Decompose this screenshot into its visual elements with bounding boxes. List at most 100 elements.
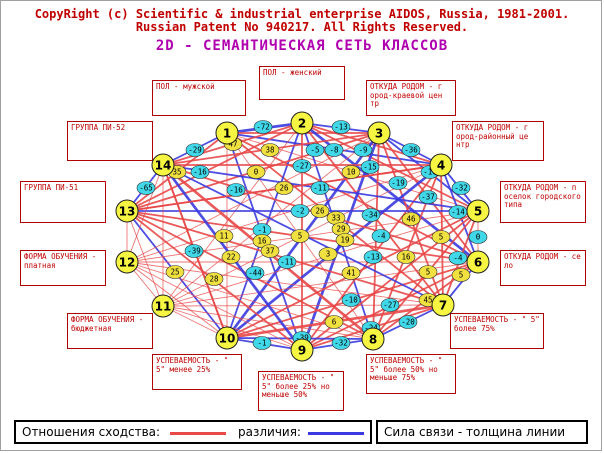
class-node-3[interactable]: 3	[367, 121, 391, 145]
class-node-6[interactable]: 6	[466, 250, 490, 274]
legend-difference-line	[308, 432, 364, 435]
edge-weight-bubble	[418, 265, 438, 279]
class-node-7[interactable]: 7	[431, 293, 455, 317]
edge-weight-text: 47	[228, 140, 237, 149]
edge-weight-bubble	[335, 233, 355, 247]
class-node-circle[interactable]	[466, 250, 490, 274]
edge-weight-text: 16	[401, 253, 411, 262]
legend-similarity-line	[170, 432, 226, 435]
class-node-13[interactable]: 13	[115, 199, 139, 223]
edge-weight-label: 5	[290, 229, 310, 243]
edge-weight-label: -72	[253, 120, 273, 134]
class-node-2[interactable]: 2	[290, 111, 314, 135]
edge-weight-text: -11	[280, 258, 294, 267]
edge-weight-label: 41	[341, 266, 361, 280]
edge-weight-label: 16	[396, 250, 416, 264]
class-node-circle[interactable]	[466, 199, 490, 223]
class-node-circle[interactable]	[431, 293, 455, 317]
edge-weight-label: 5	[418, 265, 438, 279]
edge-weight-bubble	[331, 120, 351, 134]
edge-weight-label: 19	[335, 233, 355, 247]
edge-weight-label: -2	[290, 204, 310, 218]
class-node-number: 12	[119, 256, 136, 270]
edge-weight-text: -37	[421, 193, 435, 202]
edge-weight-text: -13	[366, 253, 380, 262]
class-box-12: ФОРМА ОБУЧЕНИЯ - платная	[20, 250, 106, 286]
edge-weight-bubble	[226, 183, 246, 197]
class-node-number: 1	[223, 127, 231, 141]
class-node-circle[interactable]	[290, 338, 314, 362]
edge-weight-label: 37	[260, 244, 280, 258]
class-node-circle[interactable]	[290, 111, 314, 135]
class-node-4[interactable]: 4	[429, 153, 453, 177]
edge-weight-bubble	[245, 266, 265, 280]
edge-weight-text: -2	[295, 207, 304, 216]
class-node-10[interactable]: 10	[215, 326, 239, 350]
edge-weight-bubble	[396, 250, 416, 264]
edge-weight-text: 19	[340, 236, 349, 245]
edge-weight-bubble	[324, 143, 344, 157]
edge-weight-text: -1	[257, 339, 266, 348]
patent-line: Russian Patent No 940217. All Rights Res…	[135, 20, 469, 34]
edge-weight-bubble	[401, 212, 421, 226]
edge-weight-label: -11	[277, 255, 297, 269]
class-node-circle[interactable]	[361, 327, 385, 351]
class-node-circle[interactable]	[367, 121, 391, 145]
class-node-11[interactable]: 11	[151, 294, 175, 318]
edge-weight-text: -32	[454, 184, 468, 193]
class-box-10: УСПЕВАЕМОСТЬ - " 5" менее 25%	[152, 354, 242, 390]
edge-weight-label: 5	[451, 268, 471, 282]
class-box-1: ПОЛ - мужской	[152, 80, 246, 116]
edge-weight-bubble	[401, 143, 421, 157]
edge-weight-label: -29	[185, 143, 205, 157]
class-node-circle[interactable]	[115, 250, 139, 274]
edge-weight-text: 5	[426, 268, 431, 277]
class-node-number: 8	[369, 333, 377, 347]
edge-weight-label: -16	[190, 165, 210, 179]
edge-weight-bubble	[290, 204, 310, 218]
edge-weight-bubble	[360, 160, 380, 174]
class-node-14[interactable]: 14	[151, 153, 175, 177]
edge-weight-label: -1	[252, 336, 272, 350]
edge-weight-label: -39	[184, 244, 204, 258]
class-node-8[interactable]: 8	[361, 327, 385, 351]
class-node-circle[interactable]	[215, 121, 239, 145]
edge-weight-bubble	[371, 229, 391, 243]
edge-weight-bubble	[353, 143, 373, 157]
class-box-8: УСПЕВАЕМОСТЬ - " 5" более 50% но меньше …	[366, 354, 456, 394]
copyright-line: CopyRight (c) Scientific & industrial en…	[34, 7, 570, 21]
edge-weight-bubble	[292, 159, 312, 173]
edge-weight-text: 25	[170, 268, 179, 277]
class-node-number: 13	[119, 205, 136, 219]
diagram-title: 2D - СЕМАНТИЧЕСКАЯ СЕТЬ КЛАССОВ	[155, 38, 449, 54]
class-node-5[interactable]: 5	[466, 199, 490, 223]
edge-weight-bubble	[204, 272, 224, 286]
edge-weight-text: -72	[256, 123, 270, 132]
edge-weight-text: 46	[406, 215, 416, 224]
edge-weight-bubble	[184, 244, 204, 258]
edge-weight-label: 25	[165, 265, 185, 279]
edge-weight-bubble	[363, 250, 383, 264]
edge-weight-bubble	[305, 143, 325, 157]
class-node-circle[interactable]	[215, 326, 239, 350]
class-node-9[interactable]: 9	[290, 338, 314, 362]
edge-weight-bubble	[185, 143, 205, 157]
edge-weight-text: 33	[331, 214, 340, 223]
edge-weight-text: 41	[346, 269, 355, 278]
edge-weight-label: -27	[380, 298, 400, 312]
edge-weight-text: 37	[265, 247, 274, 256]
edge-weight-text: 0	[254, 168, 259, 177]
class-node-1[interactable]: 1	[215, 121, 239, 145]
edge-weight-bubble	[418, 190, 438, 204]
class-node-circle[interactable]	[429, 153, 453, 177]
edge-weight-bubble	[274, 181, 294, 195]
edge-weight-label: -11	[310, 181, 330, 195]
class-node-circle[interactable]	[115, 199, 139, 223]
class-node-12[interactable]: 12	[115, 250, 139, 274]
class-node-circle[interactable]	[151, 294, 175, 318]
class-node-circle[interactable]	[151, 153, 175, 177]
edge-weight-text: -4	[376, 232, 386, 241]
edge-weight-text: -10	[344, 296, 358, 305]
edge-2-11	[162, 122, 303, 307]
edge-weight-text: 45	[423, 296, 432, 305]
